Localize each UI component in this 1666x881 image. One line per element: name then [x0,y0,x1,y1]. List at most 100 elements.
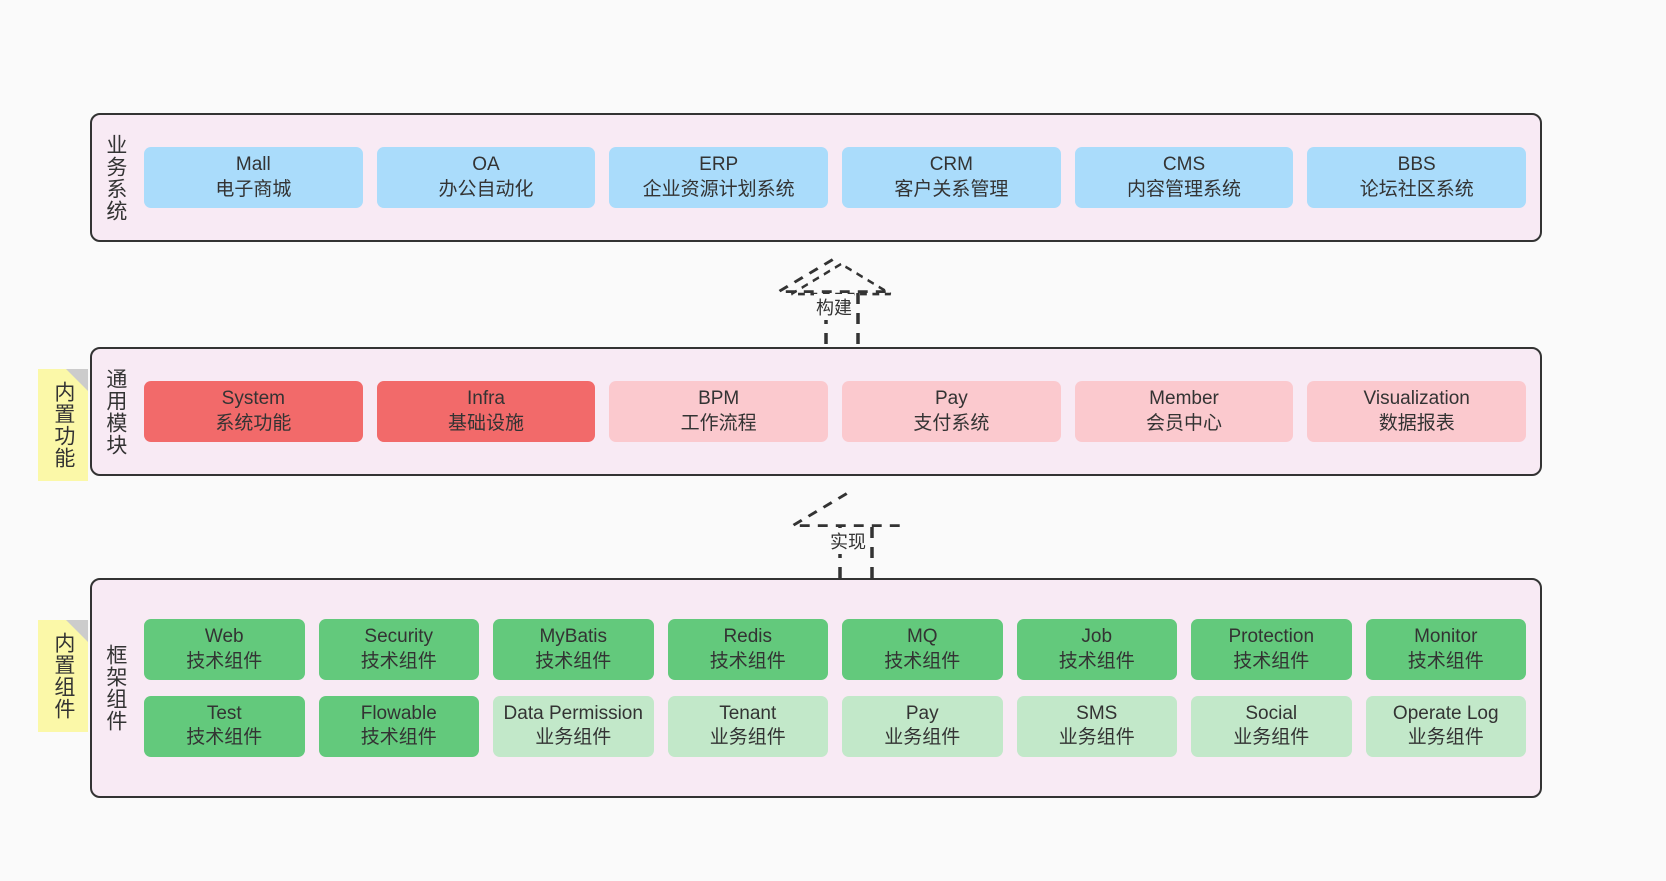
module-name: BPM [698,388,740,410]
layer-body-framework-component: Web 技术组件 Security 技术组件 MyBatis 技术组件 Redi… [138,580,1540,796]
note-label: 内置功能 [51,381,75,469]
component-type: 技术组件 [1058,650,1135,672]
layer-business-system: 业务系统 Mall 电子商城 OA 办公自动化 ERP 企业资源计划系统 CRM… [90,113,1542,242]
component-pay[interactable]: Pay 业务组件 [842,696,1003,757]
component-type: 业务组件 [1058,727,1135,749]
component-data-permission[interactable]: Data Permission 业务组件 [493,696,654,757]
component-social[interactable]: Social 业务组件 [1191,696,1352,757]
component-name: Security [364,626,434,648]
layer-title-common-module: 通用模块 [103,367,127,456]
component-name: Job [1081,626,1113,648]
layer-framework-component: 框架组件 Web 技术组件 Security 技术组件 MyBatis 技术组件… [90,578,1542,798]
component-type: 业务组件 [1407,727,1484,749]
module-crm[interactable]: CRM 客户关系管理 [842,147,1061,208]
module-pay[interactable]: Pay 支付系统 [842,381,1061,442]
component-monitor[interactable]: Monitor 技术组件 [1365,619,1526,680]
component-name: Redis [723,626,773,648]
module-oa[interactable]: OA 办公自动化 [376,147,596,208]
component-test[interactable]: Test 技术组件 [144,696,305,757]
module-system[interactable]: System 系统功能 [144,381,363,442]
module-name: CMS [1162,154,1206,176]
component-name: MyBatis [539,626,608,648]
module-visualization[interactable]: Visualization 数据报表 [1307,381,1527,442]
component-security[interactable]: Security 技术组件 [318,619,479,680]
module-name: ERP [699,154,739,176]
note-label: 内置组件 [51,632,75,720]
component-name: Flowable [360,703,437,724]
connector-build: 构建 [758,258,908,344]
note-builtin-features: 内置功能 [38,369,88,481]
layer-row: System 系统功能 Infra 基础设施 BPM 工作流程 Pay 支付系统… [144,381,1527,442]
component-name: Protection [1228,626,1315,648]
module-name: BBS [1397,154,1436,176]
module-cms[interactable]: CMS 内容管理系统 [1074,147,1294,208]
module-subtitle: 内容管理系统 [1127,178,1242,200]
module-subtitle: 会员中心 [1146,412,1223,434]
component-type: 技术组件 [186,727,263,749]
component-web[interactable]: Web 技术组件 [144,619,305,680]
component-type: 技术组件 [709,650,786,672]
module-bpm[interactable]: BPM 工作流程 [609,381,829,442]
component-name: Social [1245,703,1298,724]
component-name: MQ [906,626,938,648]
component-mybatis[interactable]: MyBatis 技术组件 [493,619,654,680]
component-sms[interactable]: SMS 业务组件 [1016,696,1177,757]
module-name: Mall [235,154,271,176]
component-type: 技术组件 [1233,650,1310,672]
module-erp[interactable]: ERP 企业资源计划系统 [609,147,829,208]
layer-row-technical: Web 技术组件 Security 技术组件 MyBatis 技术组件 Redi… [144,619,1526,680]
component-redis[interactable]: Redis 技术组件 [667,619,828,680]
component-type: 技术组件 [535,650,612,672]
layer-body-common-module: System 系统功能 Infra 基础设施 BPM 工作流程 Pay 支付系统… [138,349,1540,474]
component-tenant[interactable]: Tenant 业务组件 [667,696,828,757]
component-type: 技术组件 [186,650,263,672]
component-type: 技术组件 [360,650,437,672]
component-type: 业务组件 [709,727,786,749]
component-name: Monitor [1414,626,1478,648]
component-name: SMS [1076,703,1118,724]
module-subtitle: 企业资源计划系统 [642,178,795,200]
module-name: Member [1149,388,1219,410]
component-mq[interactable]: MQ 技术组件 [842,619,1003,680]
module-subtitle: 论坛社区系统 [1359,178,1474,200]
module-subtitle: 支付系统 [913,412,990,434]
component-flowable[interactable]: Flowable 技术组件 [318,696,479,757]
connector-implement-label: 实现 [828,528,868,554]
layer-body-business-system: Mall 电子商城 OA 办公自动化 ERP 企业资源计划系统 CRM 客户关系… [138,115,1540,240]
module-name: OA [472,154,500,176]
layer-common-module: 通用模块 System 系统功能 Infra 基础设施 BPM 工作流程 Pay… [90,347,1542,476]
component-type: 技术组件 [884,650,961,672]
module-infra[interactable]: Infra 基础设施 [376,381,596,442]
module-subtitle: 基础设施 [448,412,525,434]
component-type: 业务组件 [1233,727,1310,749]
component-name: Web [204,626,244,648]
module-subtitle: 客户关系管理 [894,178,1009,200]
module-subtitle: 办公自动化 [438,178,534,200]
component-operate-log[interactable]: Operate Log 业务组件 [1365,696,1526,757]
component-type: 业务组件 [884,727,961,749]
component-job[interactable]: Job 技术组件 [1016,619,1177,680]
connector-implement: 实现 [772,492,922,578]
module-name: Visualization [1363,388,1470,410]
layer-row: Mall 电子商城 OA 办公自动化 ERP 企业资源计划系统 CRM 客户关系… [144,147,1527,208]
module-name: System [221,388,286,410]
connector-build-label: 构建 [814,294,854,320]
layer-row-business: Test 技术组件 Flowable 技术组件 Data Permission … [144,696,1526,757]
component-type: 技术组件 [360,727,437,749]
component-type: 业务组件 [535,727,612,749]
module-name: CRM [929,154,973,176]
module-subtitle: 工作流程 [680,412,757,434]
note-builtin-components: 内置组件 [38,620,88,732]
component-name: Operate Log [1392,703,1499,724]
module-bbs[interactable]: BBS 论坛社区系统 [1307,147,1527,208]
component-protection[interactable]: Protection 技术组件 [1191,619,1352,680]
component-name: Tenant [719,703,777,724]
module-member[interactable]: Member 会员中心 [1074,381,1294,442]
component-name: Pay [905,703,939,724]
component-type: 技术组件 [1407,650,1484,672]
module-name: Pay [934,388,968,410]
layer-title-framework-component: 框架组件 [103,644,127,732]
component-name: Test [206,703,242,724]
module-mall[interactable]: Mall 电子商城 [144,147,363,208]
